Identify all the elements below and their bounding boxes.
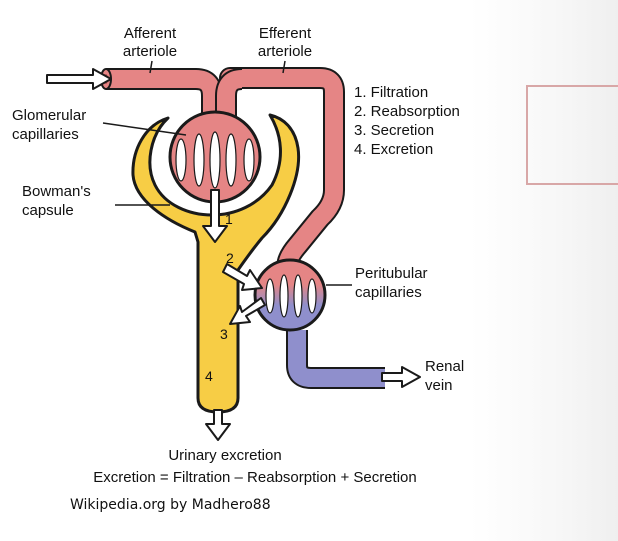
urinary-excretion-arrow	[205, 409, 231, 441]
legend-item-2: 2. Reabsorption	[354, 103, 460, 120]
peritubular-capillaries	[253, 258, 327, 332]
legend-item-1: 1. Filtration	[354, 84, 428, 101]
image-credit: Wikipedia.org by Madhero88	[70, 497, 271, 513]
efferent-leader-line	[282, 60, 286, 74]
filtration-arrow	[202, 189, 228, 243]
step-number-3: 3	[220, 326, 228, 342]
step-number-1: 1	[225, 211, 233, 227]
afferent-leader-line	[149, 60, 153, 74]
glomerular-loops	[175, 131, 255, 189]
reabsorption-arrow	[222, 263, 263, 291]
secretion-arrow	[229, 297, 266, 325]
legend-item-4: 4. Excretion	[354, 141, 433, 158]
efferent-label-line2: arteriole	[258, 43, 312, 60]
afferent-label-line1: Afferent	[124, 25, 177, 42]
glomerular-label-line2: capillaries	[12, 126, 79, 143]
side-box-outline	[526, 85, 618, 185]
glomerular-leader-line	[102, 122, 187, 136]
bowman-label-line1: Bowman's	[22, 183, 91, 200]
peritubular-label-line1: Peritubular	[355, 265, 428, 282]
urinary-excretion-label: Urinary excretion	[168, 447, 281, 464]
peritubular-loops	[265, 274, 317, 318]
afferent-inflow-arrow	[46, 68, 112, 90]
step-number-4: 4	[205, 368, 213, 384]
bowmans-capsule-tubule	[131, 113, 301, 414]
legend-item-3: 3. Secretion	[354, 122, 434, 139]
renal-vein-label-line2: vein	[425, 377, 453, 394]
bowman-label-line2: capsule	[22, 202, 74, 219]
excretion-equation: Excretion = Filtration – Reabsorption + …	[93, 469, 417, 486]
step-number-2: 2	[226, 250, 234, 266]
efferent-label-line1: Efferent	[259, 25, 312, 42]
peritubular-label-line2: capillaries	[355, 284, 422, 301]
renal-vein-outflow-arrow	[381, 366, 421, 388]
afferent-label-line2: arteriole	[123, 43, 177, 60]
renal-vein-label-line1: Renal	[425, 358, 464, 375]
glomerular-label-line1: Glomerular	[12, 107, 86, 124]
